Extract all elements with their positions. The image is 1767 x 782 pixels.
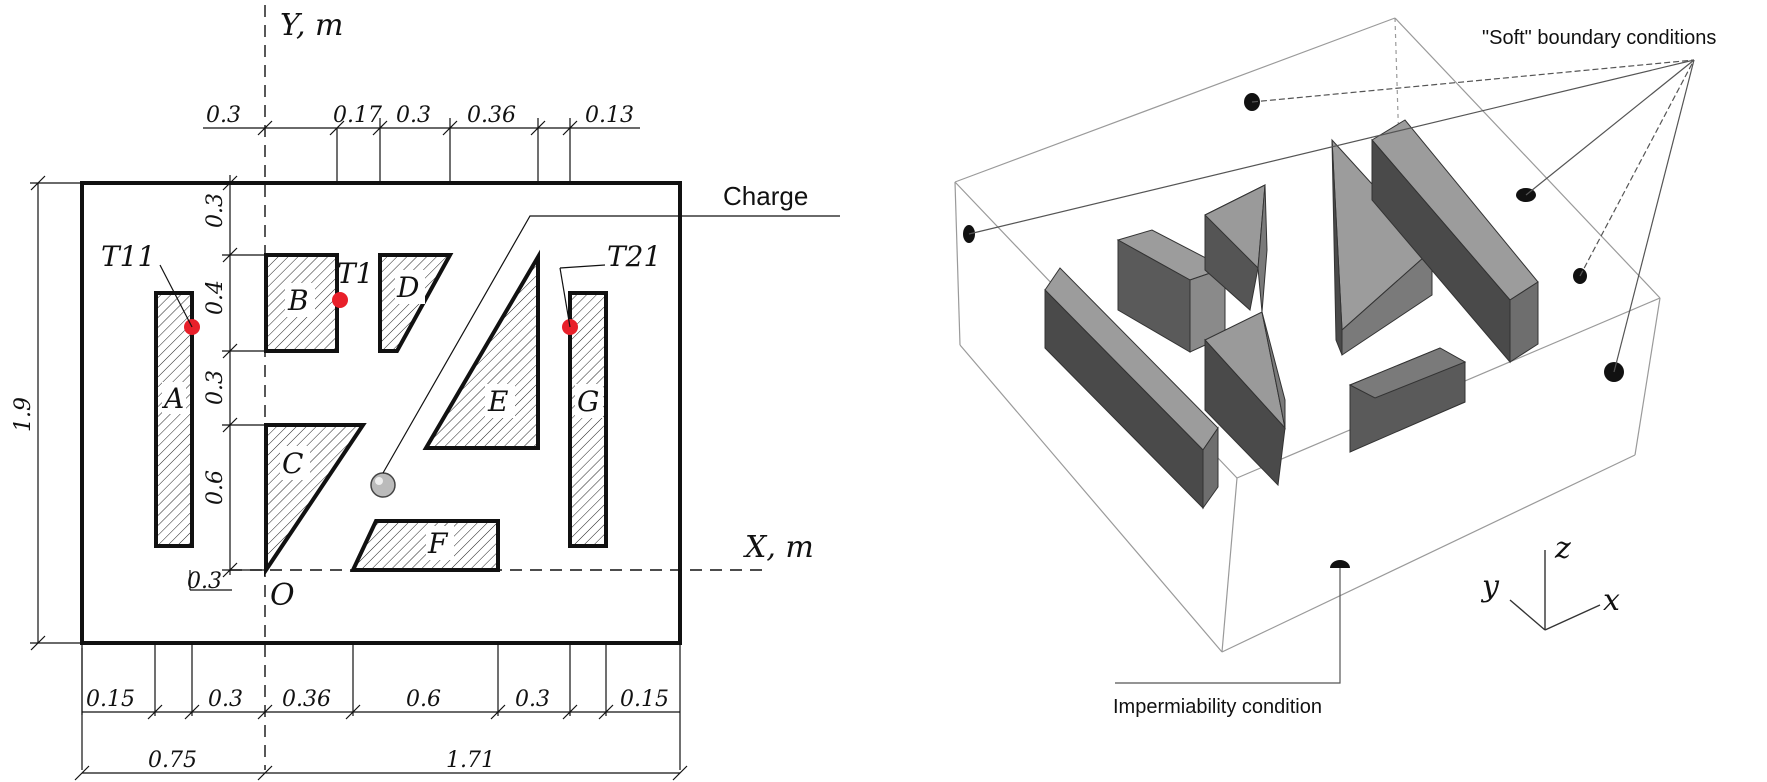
model-3d-view: "Soft" boundary conditions Impermiabilit… (954, 17, 1716, 718)
imperm-leader (1115, 568, 1341, 684)
charge-label: Charge (723, 181, 808, 211)
height-dimension: 1.9 (11, 175, 82, 651)
svg-text:0.36: 0.36 (282, 687, 331, 712)
obstacle-e (422, 249, 540, 450)
imperm-marker (1330, 560, 1350, 568)
plan-view: Y, m X, m O A B D C E (11, 5, 840, 781)
room-boundary (80, 181, 682, 645)
obstacle-label-e: E (485, 384, 515, 418)
block-low-box (1348, 347, 1467, 453)
sensor-t21-leader-2 (559, 267, 571, 328)
origin-label: O (270, 578, 295, 613)
svg-text:G: G (577, 385, 599, 418)
block-long-slab-right (1371, 119, 1539, 364)
soft-bc-leaders (968, 59, 1695, 373)
svg-text:0.6: 0.6 (203, 470, 228, 505)
obstacle-f (349, 519, 500, 572)
svg-text:0.75: 0.75 (148, 748, 197, 773)
block-long-slab-left (1044, 267, 1219, 510)
block-wedge-front (1204, 311, 1286, 487)
sensor-t11-leader (159, 264, 193, 328)
axis-label-x: x (1603, 583, 1620, 618)
svg-text:0.17: 0.17 (333, 103, 382, 128)
sensor-label-t21: T21 (607, 240, 661, 273)
svg-text:F: F (427, 527, 449, 560)
svg-text:0.3: 0.3 (206, 103, 241, 128)
svg-text:0.6: 0.6 (406, 687, 441, 712)
top-dimension-chain: 0.3 0.17 0.3 0.36 0.13 (203, 103, 640, 183)
svg-text:1.71: 1.71 (446, 748, 495, 773)
svg-text:0.3: 0.3 (203, 370, 228, 405)
left-dimension-chain: 0.3 0.4 0.3 0.6 0.3 (187, 175, 266, 594)
obstacle-label-f: F (426, 526, 454, 560)
obstacle-label-a: A (161, 382, 186, 415)
svg-text:0.13: 0.13 (585, 103, 634, 128)
obstacle-label-c: C (280, 446, 310, 480)
svg-text:0.3: 0.3 (187, 569, 222, 594)
svg-text:0.3: 0.3 (208, 687, 243, 712)
bottom-dimension-chain: 0.15 0.3 0.36 0.6 0.3 0.15 0.75 1.71 (74, 643, 688, 781)
x-axis-label: X, m (743, 530, 814, 565)
obstacle-a (154, 291, 194, 548)
charge-sphere (370, 472, 396, 498)
obstacle-label-b: B (285, 283, 315, 317)
svg-text:0.15: 0.15 (86, 687, 135, 712)
svg-text:0.3: 0.3 (203, 193, 228, 228)
svg-text:C: C (282, 447, 303, 480)
svg-text:1.9: 1.9 (11, 397, 36, 432)
sensor-t21-leader (559, 264, 606, 269)
svg-text:B: B (287, 284, 309, 317)
axis-label-y: y (1480, 569, 1500, 604)
svg-text:0.36: 0.36 (467, 103, 516, 128)
svg-text:E: E (487, 385, 508, 418)
soft-bc-label: "Soft" boundary conditions (1482, 27, 1716, 49)
svg-text:0.3: 0.3 (515, 687, 550, 712)
y-axis-label: Y, m (280, 8, 343, 43)
svg-text:0.3: 0.3 (396, 103, 431, 128)
charge-highlight (375, 477, 383, 485)
sensor-label-t1: T1 (337, 257, 374, 290)
svg-text:0.15: 0.15 (620, 687, 669, 712)
axis-label-z: z (1554, 531, 1571, 566)
sensor-label-t11: T11 (101, 240, 155, 273)
obstacle-label-g: G (575, 384, 603, 418)
block-cube (1116, 229, 1227, 353)
obstacle-label-d: D (395, 270, 425, 304)
block-wedge-back (1204, 184, 1268, 313)
sensor-t1 (332, 292, 348, 308)
charge-leader (382, 215, 840, 474)
obstacle-g (568, 291, 608, 548)
svg-text:A: A (161, 382, 184, 415)
svg-text:0.4: 0.4 (203, 280, 228, 315)
block-tall-prism (1331, 138, 1433, 356)
svg-text:D: D (396, 271, 419, 304)
imperm-label: Impermiability condition (1113, 696, 1322, 718)
coordinate-triad (1509, 550, 1601, 631)
